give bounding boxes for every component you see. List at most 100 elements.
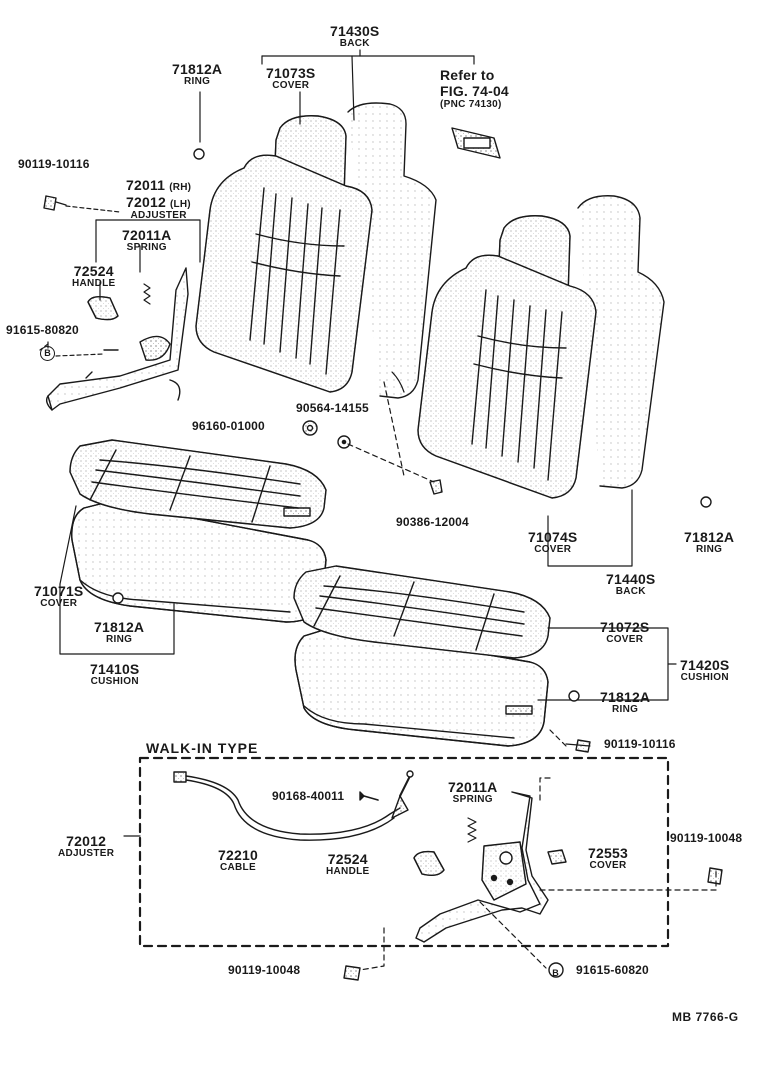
walk-in-box: [138, 756, 670, 948]
part-number: 91615-60820: [576, 963, 649, 977]
part-name: COVER: [40, 598, 78, 609]
label-back-right: 71440S BACK: [606, 572, 655, 597]
part-number: 71420S: [680, 657, 730, 673]
figure-code: MB 7766-G: [672, 1010, 739, 1024]
part-number: 90168-40011: [272, 789, 345, 803]
label-spring-walkin: 72011A SPRING: [448, 780, 497, 805]
label-bolt-walkin-top: 90119-10116: [604, 738, 676, 750]
b-circle-letter: B: [552, 968, 559, 978]
left-seat-back: [195, 102, 437, 399]
lh-tag: (LH): [170, 199, 191, 210]
label-back-top: 71430S BACK: [330, 24, 379, 49]
part-number: 72524: [327, 851, 368, 867]
rh-tag: (RH): [169, 182, 192, 193]
headrest-guide: [451, 127, 501, 159]
part-number-rh: 72011: [126, 177, 166, 193]
right-seat-cushion: [293, 565, 551, 747]
part-name: HANDLE: [326, 866, 370, 877]
label-cover-left-cushion: 71071S COVER: [34, 584, 83, 609]
part-name: SPRING: [452, 794, 493, 805]
part-number: 90119-10116: [18, 157, 90, 171]
part-name: SPRING: [126, 242, 167, 253]
part-number: 71410S: [90, 661, 140, 677]
label-spring-top: 72011A SPRING: [122, 228, 171, 253]
label-handle-walkin: 72524 HANDLE: [326, 852, 369, 877]
part-number: 72524: [73, 263, 114, 279]
left-seat-cushion: [69, 439, 327, 623]
part-number: 90119-10116: [604, 737, 676, 751]
part-name: COVER: [589, 860, 627, 871]
part-number: 72210: [218, 847, 258, 863]
label-cover-right-cushion: 71072S COVER: [600, 620, 649, 645]
b-circle: B: [40, 346, 55, 361]
part-name: HANDLE: [72, 278, 116, 289]
b-circle-bottom: B: [549, 964, 562, 980]
part-name: CUSHION: [90, 676, 139, 687]
label-ring-top: 71812A RING: [172, 62, 222, 87]
part-number: 71071S: [34, 583, 84, 599]
label-washer-mid: 90564-14155: [296, 402, 369, 414]
refer-line3: (PNC 74130): [440, 99, 502, 110]
part-number: 71812A: [684, 529, 735, 545]
label-bolt-walkin-bottom: 90119-10048: [228, 964, 300, 976]
right-seat-back: [417, 195, 665, 499]
part-name: COVER: [272, 80, 310, 91]
part-number: 90119-10048: [228, 963, 301, 977]
part-number: 90564-14155: [296, 401, 369, 415]
label-ring-left-cushion: 71812A RING: [94, 620, 144, 645]
part-number: 71812A: [600, 689, 651, 705]
walk-in-assembly: [173, 770, 567, 943]
part-number: 71812A: [172, 61, 223, 77]
part-number: 71072S: [600, 619, 650, 635]
label-handle-top: 72524 HANDLE: [72, 264, 115, 289]
label-ring-right-cushion: 71812A RING: [600, 690, 650, 715]
part-number-lh: 72012: [126, 194, 166, 210]
label-ring-right: 71812A RING: [684, 530, 734, 555]
walk-in-title: WALK-IN TYPE: [146, 740, 259, 756]
part-name: COVER: [606, 634, 644, 645]
part-number: 71430S: [330, 23, 380, 39]
adjuster-assembly-top: [43, 195, 189, 411]
part-name: RING: [184, 76, 211, 87]
part-name: ADJUSTER: [58, 848, 115, 859]
part-number: 72011A: [122, 227, 172, 243]
label-b-left: 91615-80820 B: [6, 324, 79, 361]
part-name: RING: [696, 544, 723, 555]
part-number: 91615-80820: [6, 323, 79, 337]
label-nut-mid: 90386-12004: [396, 516, 469, 528]
part-number: 72011A: [448, 779, 498, 795]
label-b-bottom-number: 91615-60820: [576, 964, 649, 976]
label-bolt-top-left: 90119-10116: [18, 158, 90, 170]
part-number: 96160-01000: [192, 419, 265, 433]
label-cover-right-back: 71074S COVER: [528, 530, 577, 555]
label-cover-top: 71073S COVER: [266, 66, 315, 91]
part-name: CABLE: [219, 862, 256, 873]
refer-line2: FIG. 74-04: [440, 83, 509, 99]
part-number: 72553: [588, 845, 628, 861]
label-cover-walkin: 72553 COVER: [588, 846, 628, 871]
label-refer-fig: Refer to FIG. 74-04 (PNC 74130): [440, 68, 509, 110]
part-number: 71073S: [266, 65, 316, 81]
label-adjuster-walkin: 72012 ADJUSTER: [58, 834, 114, 859]
label-pin-mid: 96160-01000: [192, 420, 265, 432]
label-cushion-right: 71420S CUSHION: [680, 658, 729, 683]
refer-line1: Refer to: [440, 67, 495, 83]
part-name: RING: [106, 634, 133, 645]
part-name: CUSHION: [680, 672, 729, 683]
part-name: ADJUSTER: [130, 210, 187, 221]
label-cushion-left: 71410S CUSHION: [90, 662, 139, 687]
part-number: 72012: [66, 833, 107, 849]
part-number: 71074S: [528, 529, 578, 545]
label-adjuster-top: 72011 (RH) 72012 (LH) ADJUSTER: [126, 178, 191, 221]
part-name: RING: [612, 704, 639, 715]
part-number: 71812A: [94, 619, 145, 635]
part-number: 90386-12004: [396, 515, 469, 529]
part-number: 90119-10048: [670, 831, 743, 845]
part-name: BACK: [615, 586, 646, 597]
label-cable-walkin: 72210 CABLE: [218, 848, 258, 873]
part-name: BACK: [339, 38, 370, 49]
label-screw-walkin: 90168-40011: [272, 790, 344, 802]
part-name: COVER: [534, 544, 572, 555]
label-bolt-walkin-right: 90119-10048: [670, 832, 742, 844]
